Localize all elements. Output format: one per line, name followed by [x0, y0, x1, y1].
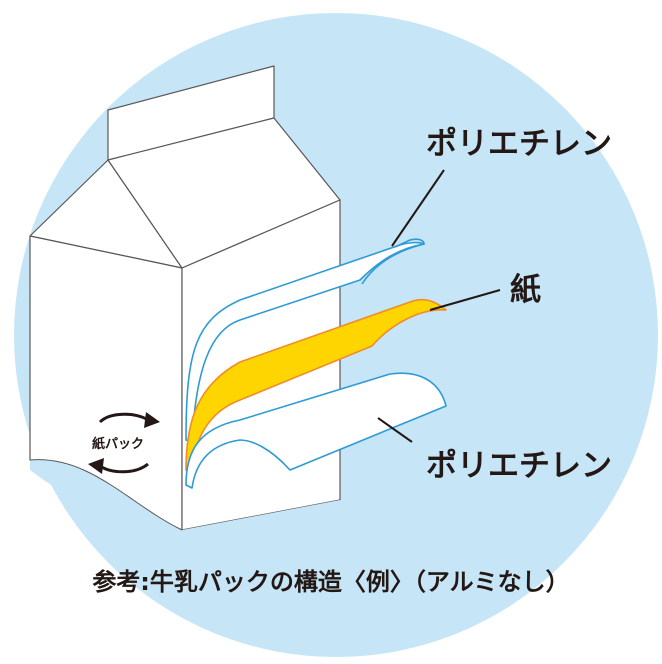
label-polyethylene-top: ポリエチレン: [426, 126, 612, 162]
label-paper: 紙: [510, 272, 541, 308]
polyethylene-top-curl: [361, 238, 425, 285]
leader-line-polyethylene-top: [391, 169, 445, 247]
caption: 参考:牛乳パックの構造〈例〉（アルミなし）: [92, 568, 569, 596]
paper-pack-recycling-icon: 紙パック: [88, 412, 160, 474]
polyethylene-layer-bottom: [185, 372, 447, 489]
label-polyethylene-bottom: ポリエチレン: [426, 448, 612, 484]
recycle-mark-text: 紙パック: [92, 436, 144, 452]
leader-line-polyethylene-bottom: [377, 417, 413, 443]
paper-layer: [185, 298, 447, 473]
carton-bottom-wave: [30, 459, 340, 541]
leader-line-paper: [429, 289, 501, 311]
carton-bottom-edge: [29, 459, 183, 531]
